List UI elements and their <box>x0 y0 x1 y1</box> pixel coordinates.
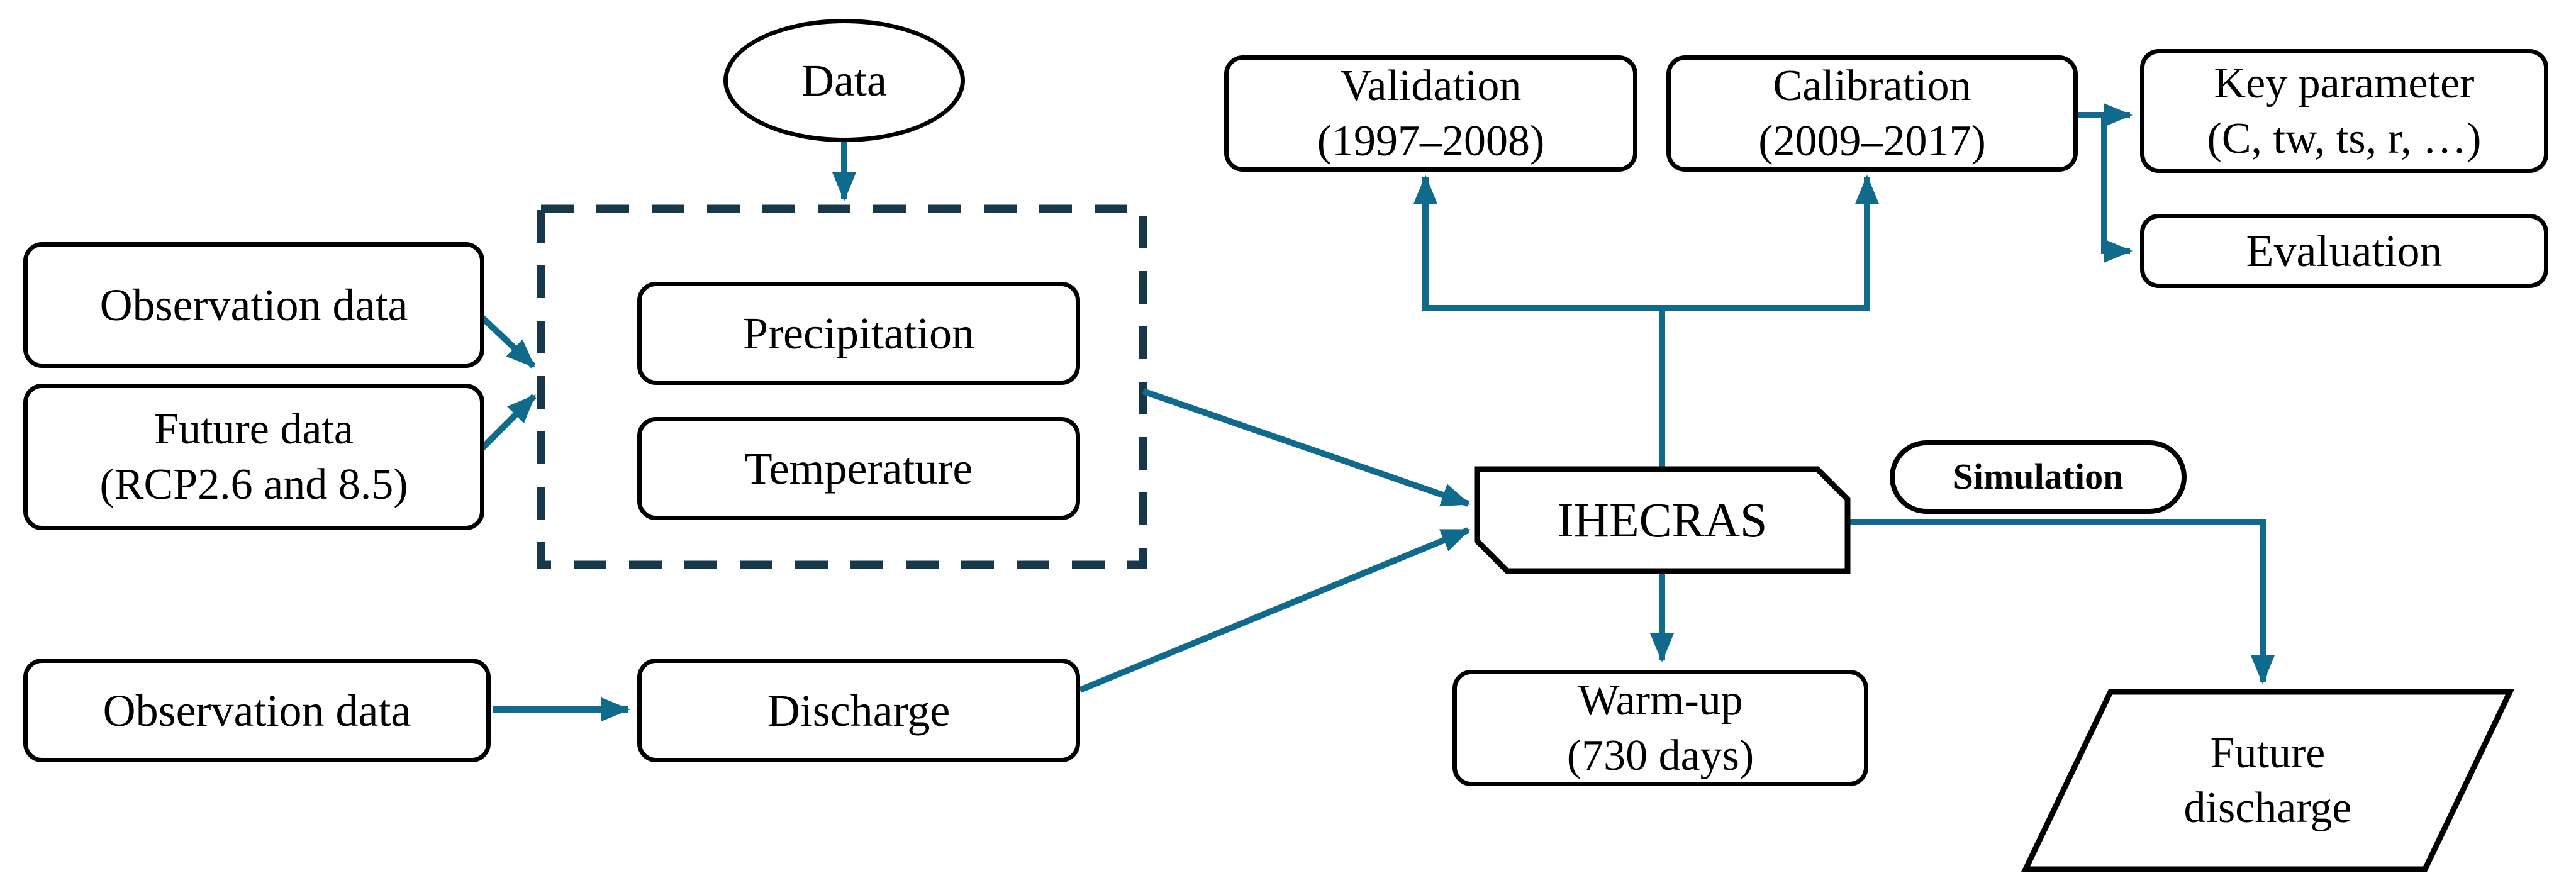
node-simulation-label: Simulation <box>1953 456 2124 497</box>
node-future-data-line1: Future data <box>154 405 354 453</box>
arrow-future-data-to-inputs <box>474 394 537 457</box>
node-observation-data-bottom-label: Observation data <box>103 685 411 736</box>
future-discharge-parallelogram <box>2021 689 2515 872</box>
node-evaluation-label: Evaluation <box>2246 226 2443 276</box>
dashed-input-group-box <box>537 204 1147 569</box>
connector-ihecras-to-calibration <box>1662 175 1879 311</box>
node-temperature-label: Temperature <box>744 443 973 494</box>
node-validation-line2: (1997–2008) <box>1317 116 1545 165</box>
node-key-parameter-line2: (C, tw, ts, r, …) <box>2207 114 2482 163</box>
node-key-parameter-line1: Key parameter <box>2214 59 2475 108</box>
node-ihecras-label: IHECRAS <box>1557 492 1768 548</box>
node-future-discharge-line1: Future <box>2210 728 2326 777</box>
node-warm-up-line1: Warm-up <box>1578 676 1743 725</box>
node-ihecras: IHECRAS <box>1477 469 1848 571</box>
node-future-data-line2: (RCP2.6 and 8.5) <box>99 460 408 509</box>
arrow-inputs-to-ihecras <box>1142 388 1471 507</box>
arrow-discharge-to-ihecras <box>1079 527 1471 693</box>
node-key-parameter: Key parameter (C, tw, ts, r, …) <box>2140 49 2548 173</box>
node-future-data: Future data (RCP2.6 and 8.5) <box>23 384 484 530</box>
node-discharge-label: Discharge <box>767 685 951 736</box>
ihecras-node-shape <box>1474 466 1851 574</box>
connector-ihecras-to-validation <box>1413 175 1665 469</box>
node-warm-up: Warm-up (730 days) <box>1452 670 1868 786</box>
node-warm-up-line2: (730 days) <box>1566 731 1754 780</box>
node-calibration-line1: Calibration <box>1773 62 1971 110</box>
node-observation-data-top-label: Observation data <box>99 280 408 330</box>
node-precipitation-label: Precipitation <box>743 308 974 358</box>
node-data-label: Data <box>801 55 887 106</box>
node-temperature: Temperature <box>637 417 1080 520</box>
connector-calibration-to-evaluation <box>2101 115 2133 263</box>
node-observation-data-bottom: Observation data <box>23 658 491 762</box>
node-validation-line1: Validation <box>1340 62 1522 110</box>
node-calibration: Calibration (2009–2017) <box>1666 55 2078 172</box>
node-evaluation: Evaluation <box>2140 214 2548 288</box>
node-simulation: Simulation <box>1890 440 2187 514</box>
node-observation-data-top: Observation data <box>23 242 484 368</box>
node-future-discharge: Future discharge <box>2026 692 2510 869</box>
node-future-discharge-line2: discharge <box>2183 784 2352 832</box>
connector-ihecras-to-future-discharge <box>1848 519 2275 684</box>
node-validation: Validation (1997–2008) <box>1224 55 1637 172</box>
node-data: Data <box>723 19 965 142</box>
node-precipitation: Precipitation <box>637 282 1080 385</box>
node-calibration-line2: (2009–2017) <box>1758 116 1986 165</box>
node-discharge: Discharge <box>637 658 1080 762</box>
